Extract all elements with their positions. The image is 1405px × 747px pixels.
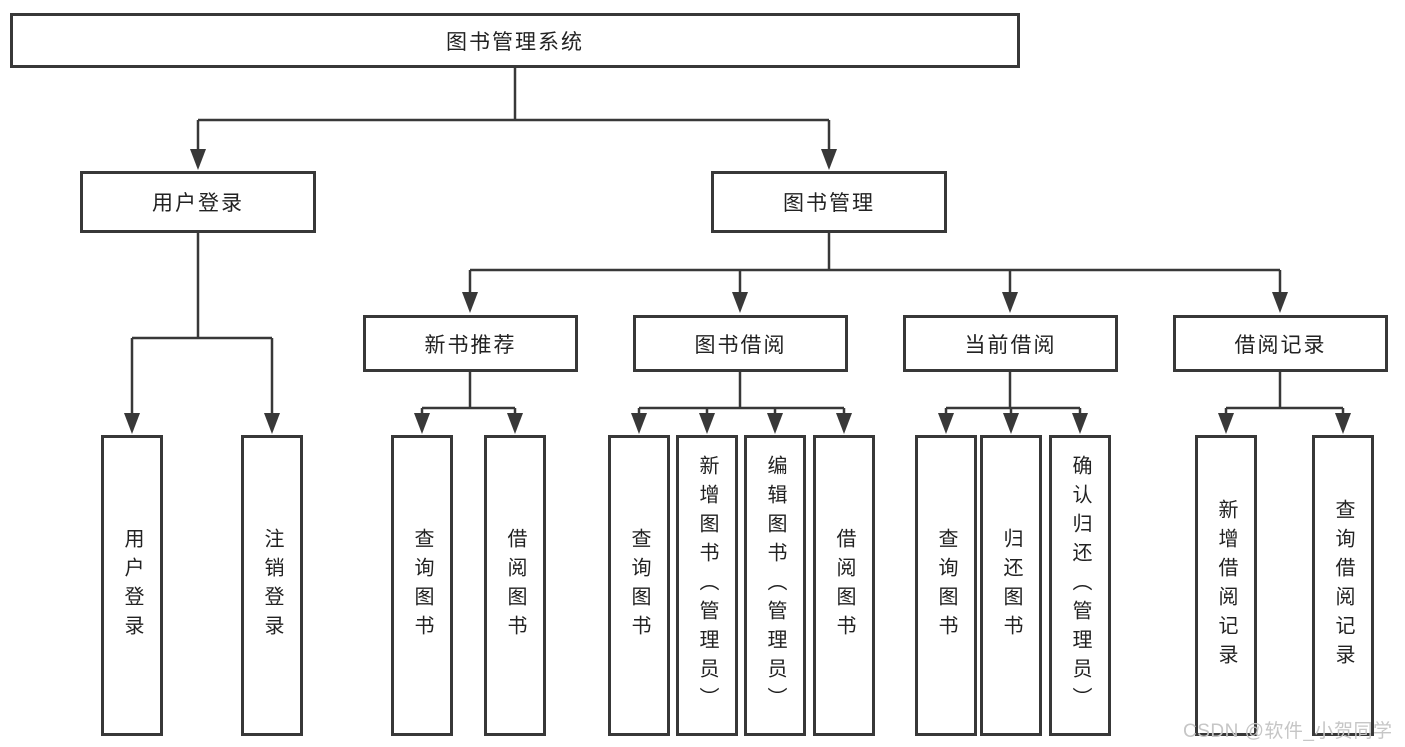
node-label: 借阅记录 <box>1234 333 1327 357</box>
node-label: 图书借阅 <box>694 333 787 357</box>
node-user-login: 用户登录 <box>80 171 316 233</box>
node-label: 查询图书 <box>935 527 957 644</box>
node-label: 新增图书（管理员） <box>696 455 718 716</box>
node-label: 新书推荐 <box>424 333 517 357</box>
node-label: 借阅图书 <box>833 527 855 644</box>
node-label: 归还图书 <box>1000 527 1022 644</box>
node-label: 查询图书 <box>628 527 650 644</box>
node-label: 借阅图书 <box>504 527 526 644</box>
node-book-management: 图书管理 <box>711 171 947 233</box>
node-library-management-system: 图书管理系统 <box>10 13 1020 68</box>
node-label: 用户登录 <box>152 192 244 215</box>
leaf-edit-book-admin: 编辑图书（管理员） <box>744 435 806 736</box>
leaf-borrow-books: 借阅图书 <box>813 435 875 736</box>
node-label: 用户登录 <box>121 527 143 644</box>
node-label: 注销登录 <box>261 527 283 644</box>
watermark: CSDN @软件_小贺同学 <box>1183 721 1393 742</box>
leaf-user-login: 用户登录 <box>101 435 163 736</box>
node-label: 查询图书 <box>411 527 433 644</box>
leaf-logout: 注销登录 <box>241 435 303 736</box>
leaf-query-books-recommend: 查询图书 <box>391 435 453 736</box>
node-label: 新增借阅记录 <box>1215 498 1237 673</box>
node-borrow-records: 借阅记录 <box>1173 315 1388 372</box>
leaf-query-books-borrow: 查询图书 <box>608 435 670 736</box>
leaf-confirm-return-admin: 确认归还（管理员） <box>1049 435 1111 736</box>
node-label: 编辑图书（管理员） <box>764 455 786 716</box>
node-label: 当前借阅 <box>964 333 1057 357</box>
arrowheads <box>124 149 1351 434</box>
node-book-borrow: 图书借阅 <box>633 315 848 372</box>
node-label: 确认归还（管理员） <box>1069 455 1091 716</box>
node-label: 图书管理系统 <box>446 30 584 54</box>
leaf-query-books-current: 查询图书 <box>915 435 977 736</box>
node-label: 图书管理 <box>783 192 875 215</box>
node-label: 查询借阅记录 <box>1332 498 1354 673</box>
node-current-borrow: 当前借阅 <box>903 315 1118 372</box>
leaf-borrow-books-recommend: 借阅图书 <box>484 435 546 736</box>
leaf-add-book-admin: 新增图书（管理员） <box>676 435 738 736</box>
leaf-query-borrow-record: 查询借阅记录 <box>1312 435 1374 736</box>
node-new-book-recommend: 新书推荐 <box>363 315 578 372</box>
leaf-return-book: 归还图书 <box>980 435 1042 736</box>
leaf-add-borrow-record: 新增借阅记录 <box>1195 435 1257 736</box>
